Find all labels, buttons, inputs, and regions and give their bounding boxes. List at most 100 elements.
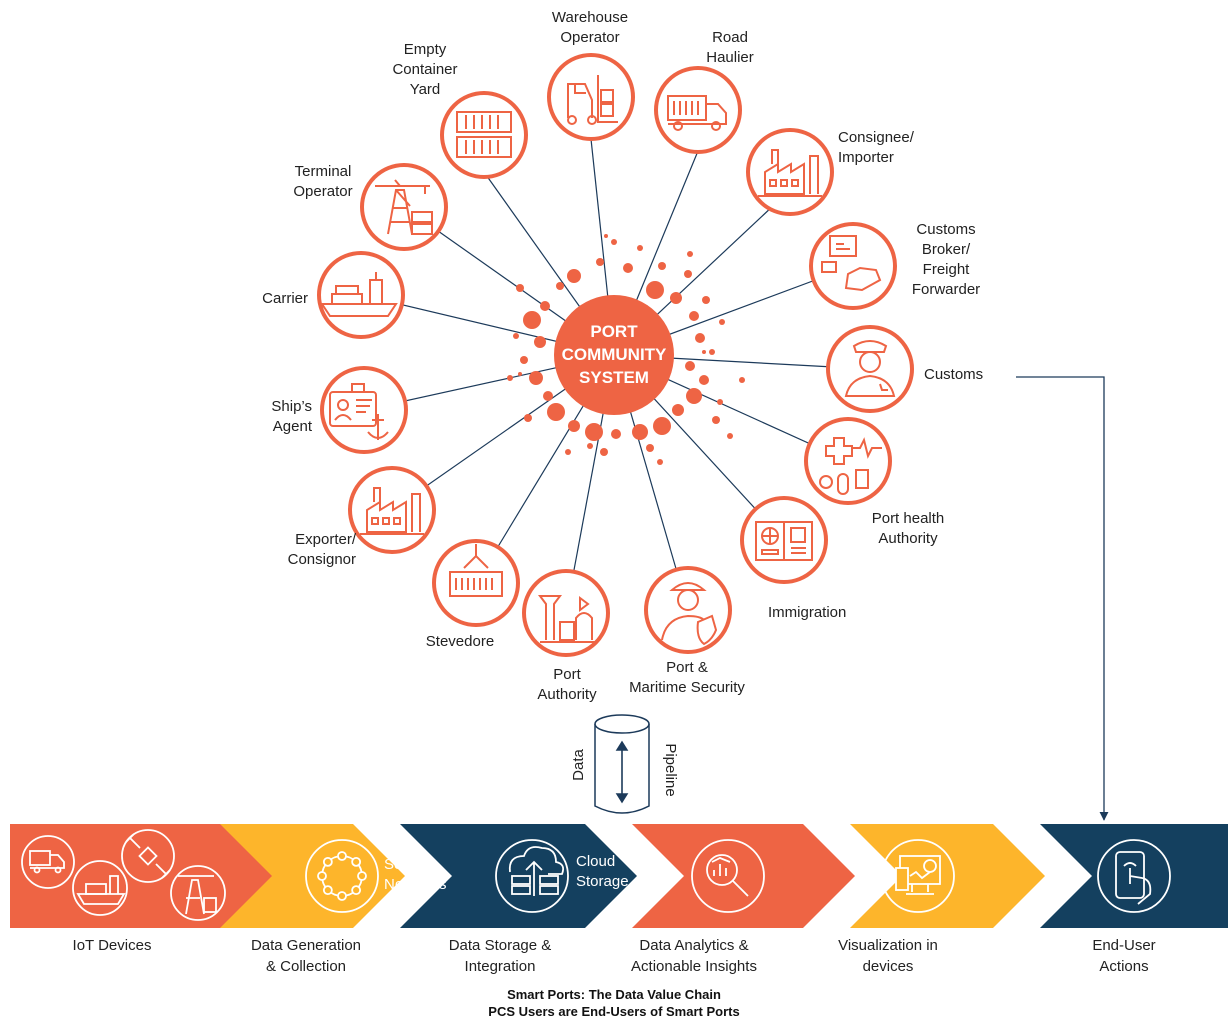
bubble xyxy=(596,258,604,266)
stage-label-visualization: Visualization in devices xyxy=(838,937,938,975)
officer-icon xyxy=(844,340,896,397)
label-stevedore: Stevedore xyxy=(425,633,495,650)
caption-line-1: Smart Ports: The Data Value Chain xyxy=(507,987,721,1002)
id-card-anchor-icon xyxy=(329,383,389,440)
bubble xyxy=(702,350,706,354)
crane-icon xyxy=(170,865,226,921)
sensor-node-dot xyxy=(351,885,362,896)
label-sensor-networks: Sensor Networks xyxy=(384,856,447,893)
terminal-operator-node xyxy=(360,163,448,251)
security-guard-icon xyxy=(661,582,718,646)
ships-agent-node xyxy=(320,366,408,454)
bubble xyxy=(719,319,725,325)
data-pipeline-cylinder xyxy=(594,714,650,814)
factory-icon xyxy=(360,487,424,535)
label-cloud-storage: Cloud Storage xyxy=(576,853,629,890)
bubble xyxy=(684,270,692,278)
bubble xyxy=(712,416,720,424)
bubble xyxy=(540,301,550,311)
cargo-ship-icon xyxy=(320,272,398,317)
label-immigration: Immigration xyxy=(768,604,847,621)
stage-label-iot: IoT Devices xyxy=(72,937,152,954)
forklift-icon xyxy=(567,75,618,125)
road-haulier-node xyxy=(654,66,742,154)
bubble xyxy=(529,371,543,385)
bubble xyxy=(568,420,580,432)
immigration-node xyxy=(740,496,828,584)
bubble xyxy=(632,424,648,440)
stage-label-generation: Data Generation & Collection xyxy=(250,937,362,975)
hub-bubbles xyxy=(507,234,745,465)
label-port-health-authority: Port health Authority xyxy=(871,510,945,547)
truck-icon xyxy=(667,95,727,131)
bubble xyxy=(709,349,715,355)
bubble xyxy=(672,404,684,416)
stevedore-node xyxy=(432,539,520,627)
port-crane-icon xyxy=(375,179,433,235)
passport-icon xyxy=(755,521,813,561)
bubble xyxy=(611,429,621,439)
bubble xyxy=(687,251,693,257)
hub-line-1: PORT xyxy=(590,322,638,341)
bubble xyxy=(727,433,733,439)
bubble xyxy=(556,282,564,290)
port-authority-node xyxy=(522,569,610,657)
sensor-node-dot xyxy=(322,885,333,896)
bubble xyxy=(611,239,617,245)
bubble xyxy=(565,449,571,455)
bubble xyxy=(685,361,695,371)
touch-device-icon xyxy=(1097,839,1171,913)
sensor-node-dot xyxy=(357,871,367,881)
bubble xyxy=(518,372,522,376)
sensor-node-dot xyxy=(337,851,347,861)
bubble xyxy=(543,391,553,401)
label-carrier: Carrier xyxy=(262,290,308,307)
bubble xyxy=(513,333,519,339)
pipeline-label-data: Data xyxy=(570,749,587,781)
bubble xyxy=(657,459,663,465)
stage-visualization xyxy=(850,824,1045,928)
visualization-devices-icon xyxy=(881,839,955,913)
bubble xyxy=(600,448,608,456)
bubble xyxy=(623,263,633,273)
hand-document-icon xyxy=(821,235,882,292)
bubble xyxy=(702,296,710,304)
stage-analytics xyxy=(632,824,855,928)
pipeline-label-pipeline: Pipeline xyxy=(662,743,679,796)
sensor-node-dot xyxy=(351,856,362,867)
label-port-maritime-security: Port & Maritime Security xyxy=(629,659,745,696)
sensor-node-dot xyxy=(322,856,333,867)
bubble xyxy=(653,417,671,435)
hub-line-2: COMMUNITY xyxy=(562,345,667,364)
satellite-icon xyxy=(121,829,175,883)
bubble xyxy=(585,423,603,441)
bubble xyxy=(516,284,524,292)
bubble xyxy=(637,245,643,251)
port-health-node xyxy=(804,417,892,505)
bubble xyxy=(646,281,664,299)
bubble xyxy=(587,443,593,449)
bubble xyxy=(520,356,528,364)
analytics-magnifier-icon xyxy=(691,839,765,913)
customs-to-enduser-arrow xyxy=(1016,376,1109,821)
label-exporter-consignor: Exporter/ Consignor xyxy=(287,531,356,568)
stage-iot-devices xyxy=(10,824,272,928)
port-community-system-hub: PORT COMMUNITY SYSTEM xyxy=(554,295,674,415)
bubble xyxy=(646,444,654,452)
exporter-consignor-node xyxy=(348,466,436,554)
label-warehouse-operator: Warehouse Operator xyxy=(551,9,629,46)
sensor-node-dot xyxy=(337,891,347,901)
bubble xyxy=(658,262,666,270)
bubble xyxy=(507,375,513,381)
label-customs-broker: Customs Broker/ Freight Forwarder xyxy=(911,221,981,298)
label-terminal-operator: Terminal Operator xyxy=(293,163,353,200)
stage-label-analytics: Data Analytics & Actionable Insights xyxy=(631,937,757,975)
port-maritime-security-node xyxy=(644,566,732,654)
customs-node xyxy=(826,325,914,413)
hanging-container-icon xyxy=(449,544,503,597)
label-empty-container-yard: Empty Container Yard xyxy=(392,41,458,98)
bubble xyxy=(534,336,546,348)
bubble xyxy=(524,414,532,422)
bubble xyxy=(547,403,565,421)
